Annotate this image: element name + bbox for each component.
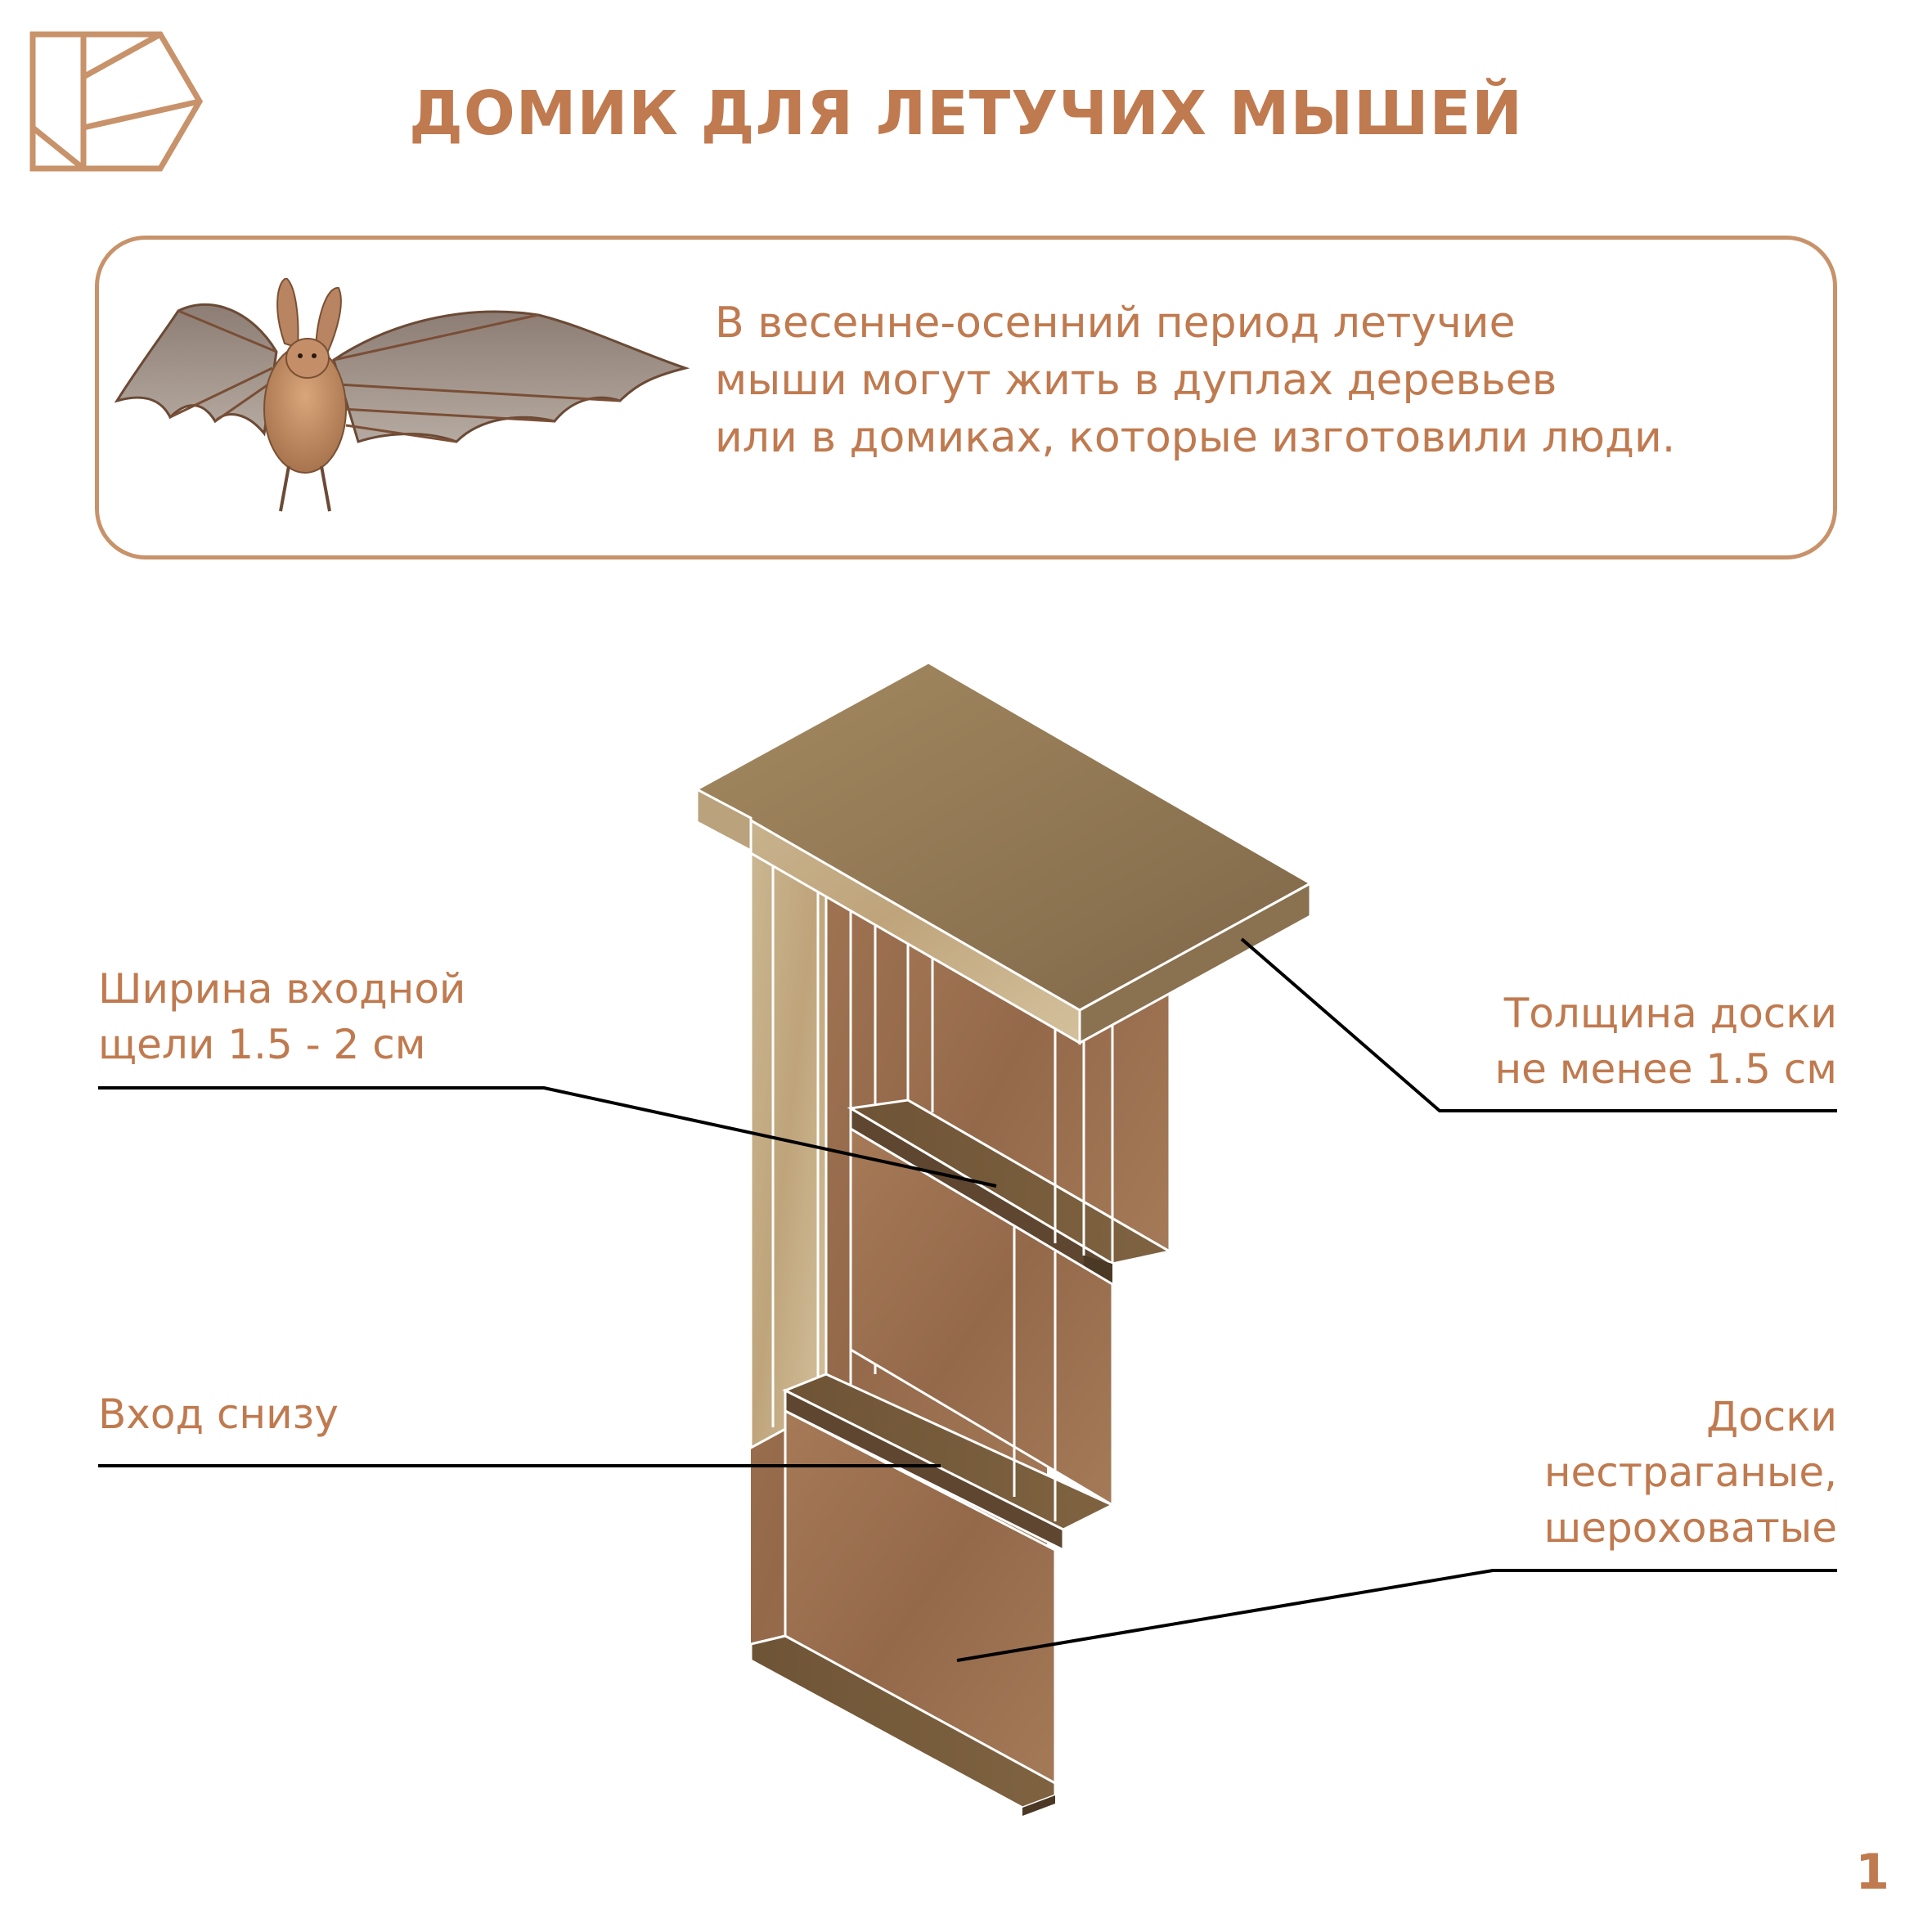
label-slot-width-line-1: Ширина входной xyxy=(98,965,466,1013)
house-roof xyxy=(694,661,1314,1045)
label-board-thickness-line-2: не менее 1.5 см xyxy=(1494,1045,1837,1093)
label-boards-line-1: Доски xyxy=(1706,1393,1837,1440)
info-line-1: В весенне-осенний период летучие xyxy=(715,299,1516,348)
house-front-board xyxy=(749,1409,1057,1816)
info-text: В весенне-осенний период летучие мыши мо… xyxy=(715,294,1827,466)
label-boards-line-3: шероховатые xyxy=(1543,1504,1838,1552)
logo-icon xyxy=(29,31,203,172)
house-inner-panel-middle xyxy=(782,1126,1116,1552)
label-board-thickness-line-1: Толщина доски xyxy=(1503,990,1837,1037)
info-line-2: мыши могут жить в дуплах деревьев xyxy=(715,356,1557,405)
label-entrance-line-1: Вход снизу xyxy=(98,1391,339,1438)
label-boards-line-2: нестраганые, xyxy=(1543,1449,1837,1496)
label-boards: Доски нестраганые, шероховатые xyxy=(1544,1389,1838,1556)
leader-line-slot-width xyxy=(98,1086,997,1188)
label-board-thickness: Толщина доски не менее 1.5 см xyxy=(1494,986,1837,1097)
bat-illustration-icon xyxy=(114,278,690,512)
info-box xyxy=(95,236,1837,559)
page-number: 1 xyxy=(1855,1844,1889,1901)
leader-line-board-thickness xyxy=(1240,937,1837,1112)
page-title: ДОМИК ДЛЯ ЛЕТУЧИХ МЫШЕЙ xyxy=(408,79,1524,149)
label-slot-width-line-2: щели 1.5 - 2 см xyxy=(98,1021,426,1068)
label-entrance: Вход снизу xyxy=(98,1386,339,1442)
leader-line-boards xyxy=(956,1569,1837,1662)
label-slot-width: Ширина входной щели 1.5 - 2 см xyxy=(98,961,465,1072)
info-line-3: или в домиках, которые изготовили люди. xyxy=(715,413,1676,462)
